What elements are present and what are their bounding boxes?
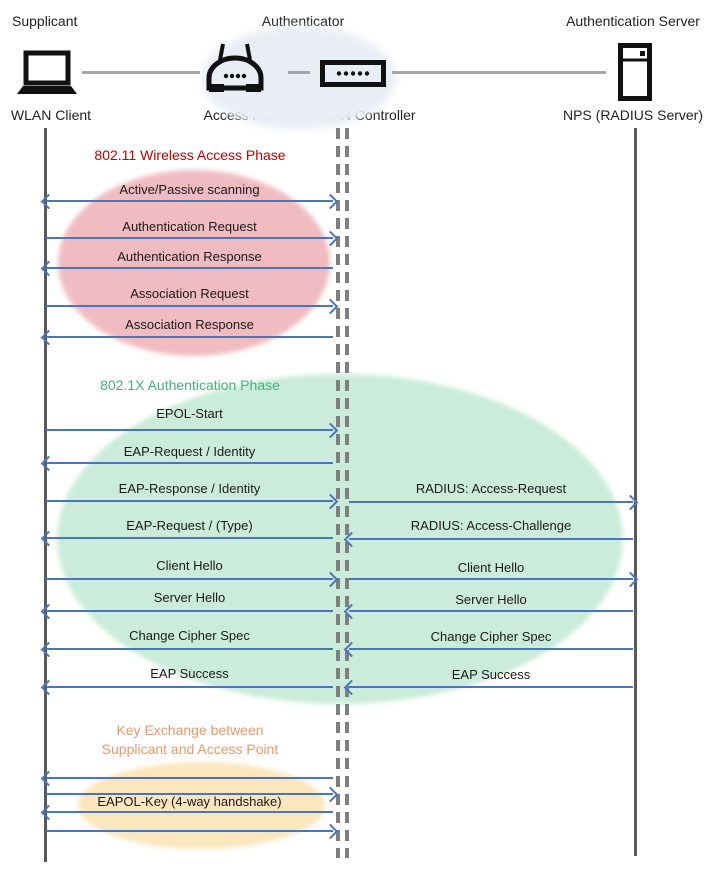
- message-arrow: [349, 686, 633, 688]
- wlan-controller-icon: [320, 60, 386, 87]
- message-arrow: [46, 793, 333, 795]
- lifeline-radius-server: [634, 128, 637, 856]
- message-label: EAP-Request / (Type): [126, 518, 253, 533]
- message-label: Authentication Response: [117, 249, 262, 264]
- message-arrow: [46, 237, 333, 239]
- message-arrow: [46, 686, 333, 688]
- phase-title-80211-wireless-access: 802.11 Wireless Access Phase: [94, 147, 286, 163]
- message-arrow: [46, 648, 333, 650]
- message-label: Change Cipher Spec: [129, 628, 250, 643]
- message-label: EAP Success: [150, 666, 229, 681]
- connector-client-to-ap: [82, 71, 200, 74]
- message-arrow: [349, 538, 633, 540]
- message-arrow: [46, 811, 333, 813]
- message-label: Client Hello: [156, 558, 223, 573]
- connector-controller-to-server: [392, 71, 606, 74]
- message-arrow: [46, 336, 333, 338]
- message-arrow: [349, 501, 633, 503]
- role-label-authenticator: Authenticator: [261, 13, 345, 29]
- message-label: EAP-Request / Identity: [123, 444, 256, 459]
- message-label: RADIUS: Access-Request: [415, 481, 567, 496]
- connector-ap-to-controller: [288, 71, 310, 74]
- message-label: Client Hello: [457, 560, 525, 575]
- message-label: RADIUS: Access-Challenge: [410, 518, 572, 533]
- message-arrow: [349, 610, 633, 612]
- message-arrow: [46, 578, 333, 580]
- message-label: Authentication Request: [122, 219, 257, 234]
- message-arrow: [46, 500, 333, 502]
- message-arrow: [349, 578, 633, 580]
- role-label-authentication-server: Authentication Server: [566, 13, 700, 29]
- message-label: Association Request: [130, 286, 249, 301]
- laptop-icon: [17, 50, 77, 94]
- access-point-icon: [206, 43, 264, 92]
- message-label: EAPOL-Key (4-way handshake): [97, 794, 282, 809]
- device-label-wlan-client: WLAN Client: [10, 107, 92, 123]
- message-arrow: [349, 648, 633, 650]
- message-arrow: [46, 429, 333, 431]
- message-label: EAP Success: [451, 667, 531, 682]
- lifeline-authenticator-outer: [345, 128, 349, 858]
- server-icon: [618, 43, 652, 101]
- phase-title-key-exchange: Key Exchange between Supplicant and Acce…: [101, 722, 279, 757]
- phase-title-8021x-authentication: 802.1X Authentication Phase: [100, 377, 280, 393]
- message-label: EPOL-Start: [156, 406, 223, 421]
- lifeline-authenticator-inner: [336, 128, 340, 858]
- message-label: Active/Passive scanning: [119, 182, 260, 197]
- message-arrow: [46, 200, 333, 202]
- message-arrow: [46, 462, 333, 464]
- message-arrow: [46, 610, 333, 612]
- message-label: Association Response: [125, 317, 254, 332]
- message-label: Server Hello: [455, 592, 527, 607]
- role-label-supplicant: Supplicant: [12, 13, 78, 29]
- message-arrow: [46, 537, 333, 539]
- message-label: Server Hello: [153, 590, 226, 605]
- authenticator-highlight-ellipse: [202, 27, 396, 129]
- message-arrow: [46, 305, 333, 307]
- message-arrow: [46, 830, 333, 832]
- message-label: Change Cipher Spec: [430, 629, 552, 644]
- message-label: EAP-Response / Identity: [118, 481, 261, 496]
- lifeline-wlan-client: [44, 128, 47, 862]
- message-arrow: [46, 777, 333, 779]
- device-label-nps-radius-server: NPS (RADIUS Server): [562, 107, 704, 123]
- message-arrow: [46, 267, 333, 269]
